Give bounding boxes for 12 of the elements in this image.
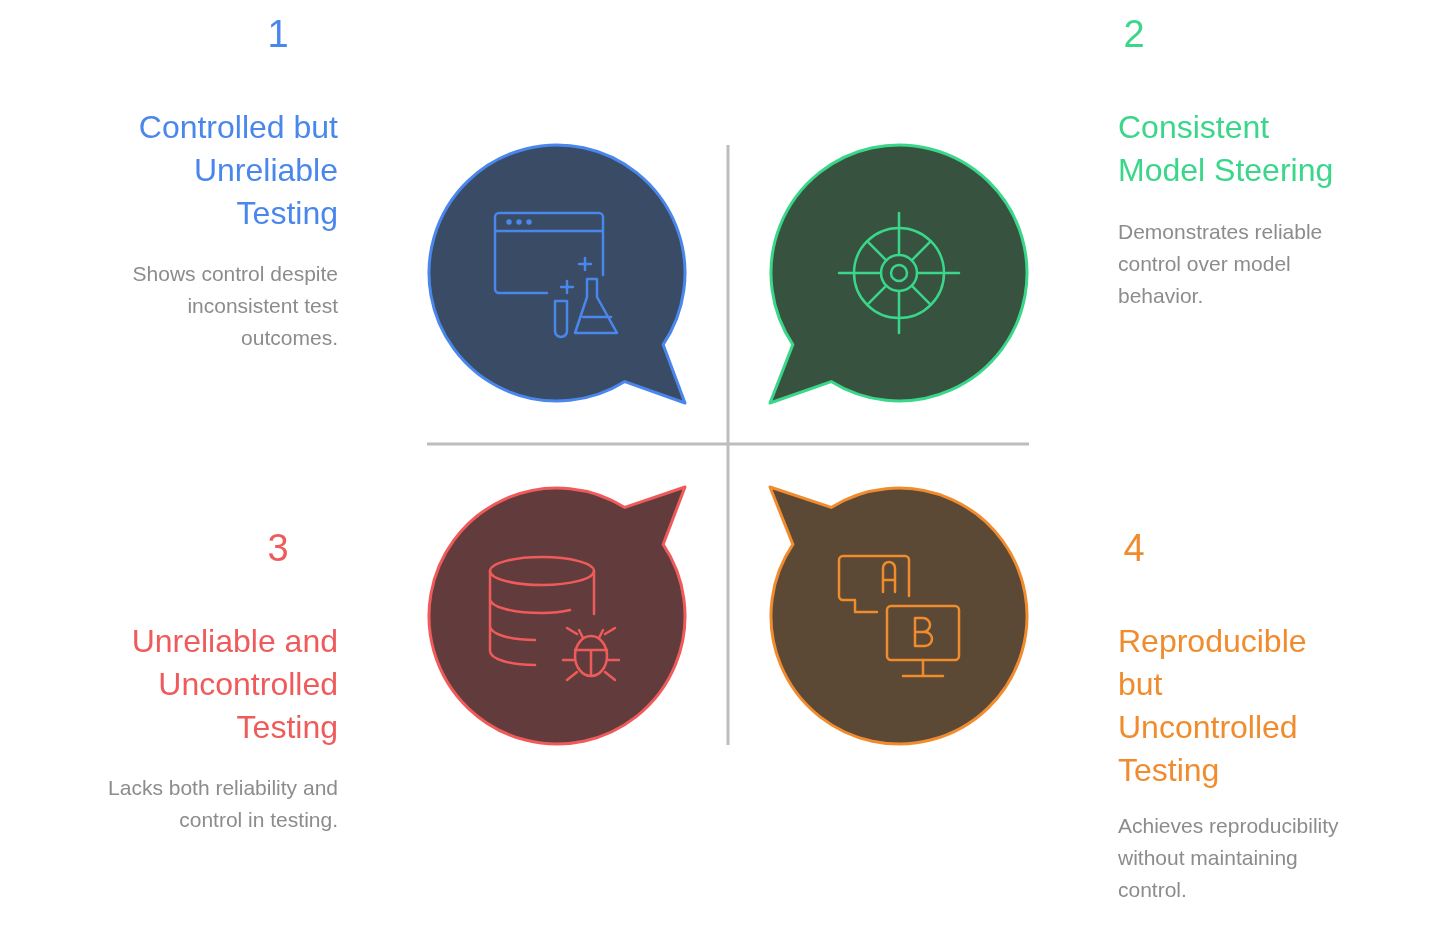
quadrant-description: Shows control despite inconsistent test outcomes.	[131, 261, 338, 351]
quadrant-description: Demonstrates reliable control over model behavior.	[1118, 219, 1324, 309]
quadrant-number: 3	[266, 526, 290, 571]
quadrant-number: 1	[266, 12, 290, 57]
quadrant-description: Achieves reproducibility without maintaining control.	[1118, 813, 1340, 903]
quadrant-number: 2	[1122, 12, 1146, 57]
quadrant-title: Consistent Model Steering	[1118, 108, 1335, 190]
quadrant-title: Unreliable and Uncontrolled Testing	[130, 622, 338, 747]
quadrant-title: Reproducible but Uncontrolled Testing	[1118, 622, 1308, 790]
quadrant-title: Controlled but Unreliable Testing	[137, 108, 338, 233]
quadrant-description: Lacks both reliability and control in testing.	[107, 775, 338, 833]
quadrant-number: 4	[1122, 526, 1146, 571]
